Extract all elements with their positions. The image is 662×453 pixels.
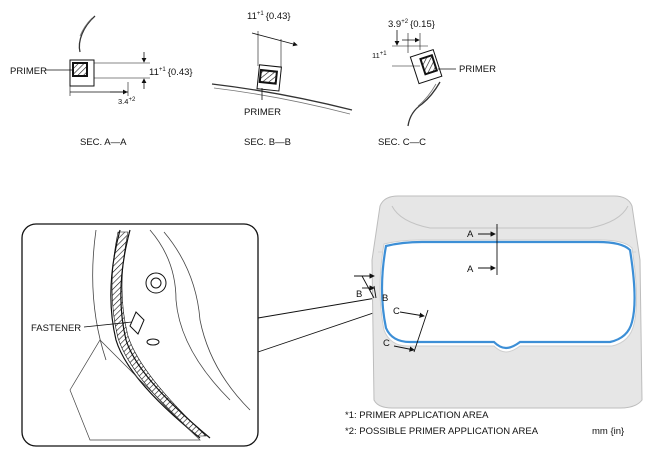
primer-application-line (380, 240, 636, 350)
section-b-primer-label: PRIMER (244, 107, 281, 118)
section-a-primer-block (72, 62, 88, 77)
section-a-caption: SEC. A—A (80, 137, 127, 148)
marker-c-top: C (393, 306, 400, 317)
detail-frame (21, 223, 259, 447)
note-possible-primer-area: *2: POSSIBLE PRIMER APPLICATION AREA (345, 426, 539, 437)
callout-line-top (257, 296, 383, 319)
section-c-width-dim: 11+1 (372, 51, 387, 60)
section-c-caption: SEC. C—C (378, 137, 426, 148)
section-a-offset-dim: 3.4+2 (118, 97, 136, 106)
section-b-width-dim: 11+1{0.43} (247, 11, 291, 22)
section-a-width-dim: 11+1{0.43} (149, 67, 193, 78)
detail-primer-strip (111, 231, 207, 437)
section-b-b: 11+1{0.43} PRIMER SEC. B—B (211, 11, 353, 148)
callout-line-bottom (257, 309, 383, 353)
section-b-primer-block (258, 68, 279, 85)
fastener-label: FASTENER (31, 323, 81, 334)
fastener-hole (146, 338, 160, 346)
units-label: mm {in} (592, 426, 625, 437)
marker-b-left: B (356, 289, 362, 300)
section-c-panel-curve (407, 81, 441, 127)
fastener-detail: FASTENER (21, 223, 259, 447)
section-a-a: PRIMER 11+1{0.43} 3.4+2 SEC. A—A (10, 15, 193, 148)
section-c-primer-label: PRIMER (459, 64, 496, 75)
section-c-offset-dim: 3.9+2{0.15} (388, 19, 435, 30)
section-c-primer-block (419, 54, 439, 76)
section-c-c: 3.9+2{0.15} 11+1 PRIMER SEC. C—C (372, 19, 496, 148)
note-primer-area: *1: PRIMER APPLICATION AREA (345, 410, 489, 421)
tailgate-glass-area (379, 239, 638, 353)
marker-a-bottom: A (467, 264, 474, 275)
marker-b-right: B (382, 293, 388, 304)
marker-a-top: A (467, 229, 474, 240)
section-b-caption: SEC. B—B (244, 137, 291, 148)
section-a-panel-curve (78, 15, 96, 53)
fastener-clip (129, 311, 145, 335)
section-b-panel-curve (211, 83, 353, 111)
section-a-primer-label: PRIMER (10, 66, 47, 77)
marker-c-bottom: C (383, 338, 390, 349)
tailgate-illustration: A A B B C C (354, 195, 643, 409)
